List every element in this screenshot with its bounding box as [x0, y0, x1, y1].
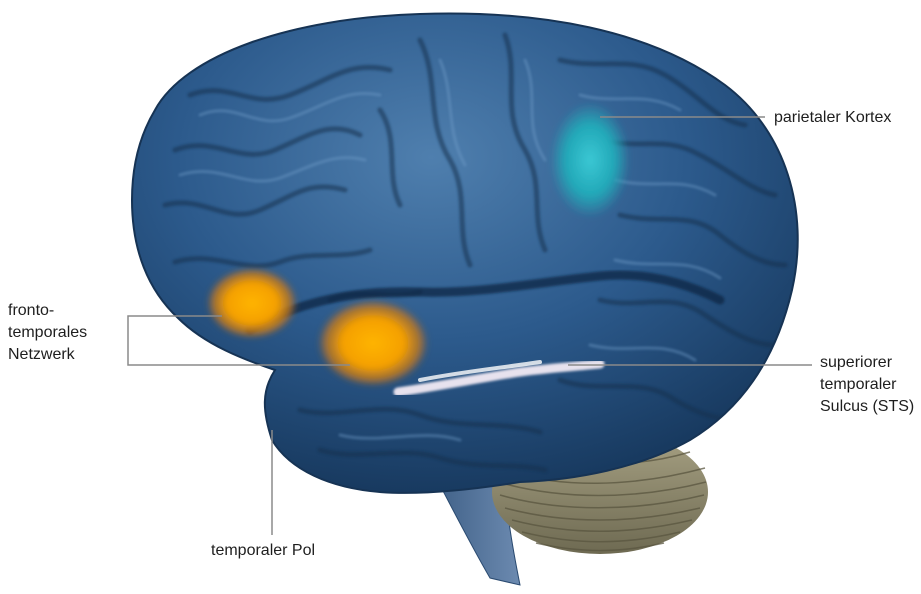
label-pole-line-1: temporaler Pol [211, 540, 315, 562]
activation-fronto-2 [317, 299, 429, 387]
label-sts-line-3: Sulcus (STS) [820, 396, 914, 418]
label-fronto-line-3: Netzwerk [8, 344, 87, 366]
activation-parietal [550, 102, 630, 218]
label-fronto-line-2: temporales [8, 322, 87, 344]
label-sts: superiorer temporaler Sulcus (STS) [820, 352, 914, 418]
label-parietal-line-1: parietaler Kortex [774, 107, 891, 129]
label-parietal: parietaler Kortex [774, 107, 891, 129]
activation-fronto-1 [206, 267, 298, 339]
label-fronto-temporal: fronto- temporales Netzwerk [8, 300, 87, 366]
label-fronto-line-1: fronto- [8, 300, 87, 322]
label-temporal-pole: temporaler Pol [211, 540, 315, 562]
label-sts-line-1: superiorer [820, 352, 914, 374]
label-sts-line-2: temporaler [820, 374, 914, 396]
